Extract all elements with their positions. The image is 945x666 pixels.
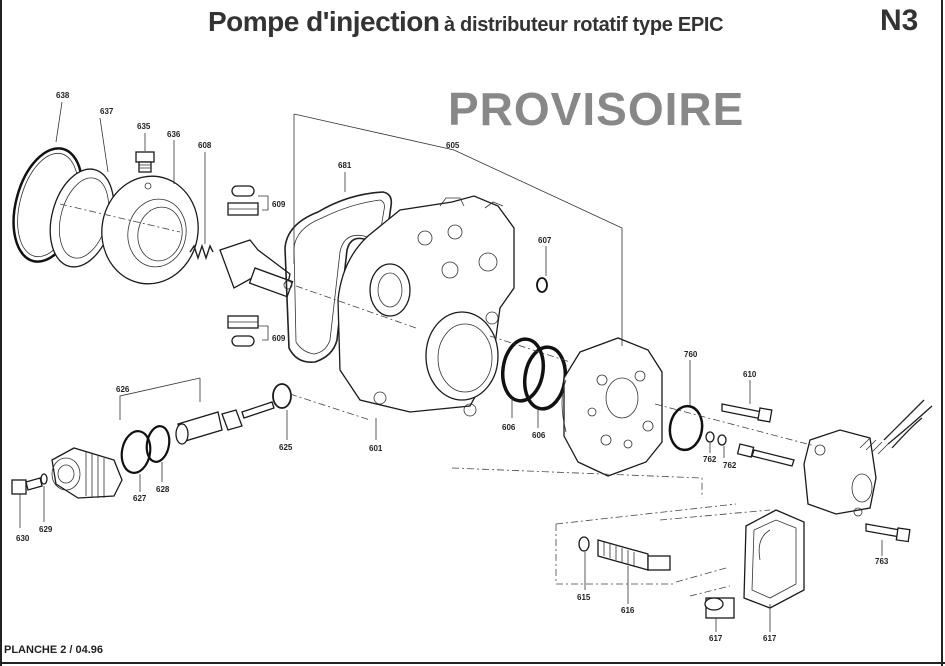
cover-plate-617 [743,509,805,609]
part-label-616: 616 [621,606,635,615]
part-label-627: 627 [133,494,147,503]
assembly-centerlines [59,203,816,597]
part-label-606-b: 606 [532,431,546,440]
part-label-637: 637 [100,107,114,116]
part-label-607: 607 [538,236,552,245]
roller-set-609-bottom [227,315,259,347]
valve-616 [597,539,671,571]
leader-lines [19,101,883,632]
o-ring-607 [536,277,548,293]
frame-bottom-border [0,662,945,664]
title-subtitle: à distributeur rotatif type EPIC [443,14,724,36]
roller-set-609-top [227,185,259,216]
part-label-610: 610 [743,370,757,379]
part-label-617-a: 617 [709,634,723,643]
title-main: Pompe d'injection [208,6,440,37]
screw-610 [721,403,773,423]
part-label-605: 605 [446,141,460,150]
plate-reference: PLANCHE 2 / 04.96 [4,644,104,656]
screw-763 [865,523,911,543]
part-labels: 638 637 635 636 608 681 605 609 609 607 … [16,91,889,643]
part-label-609-bottom: 609 [272,334,286,343]
part-label-609-top: 609 [272,200,286,209]
part-label-601: 601 [369,444,383,453]
part-label-628: 628 [156,485,170,494]
piston-assembly [175,401,275,445]
washer-625 [272,383,292,409]
plug-635 [135,151,155,173]
frame-left-border [0,0,2,666]
washer-629 [40,473,48,485]
part-label-625: 625 [279,443,293,452]
washers-762 [705,431,727,446]
sheet-code: N3 [880,4,919,37]
actuator-assembly [803,399,933,517]
provisional-stamp: PROVISOIRE [448,83,745,135]
rotor-shaft [219,239,294,298]
part-label-638: 638 [56,91,70,100]
o-ring-760 [668,404,704,452]
valve-housing-626 [51,447,123,499]
cam-ring-636 [101,175,199,285]
part-label-629: 629 [39,525,53,534]
o-rings-627-628 [120,425,171,474]
o-rings-606 [500,337,568,411]
part-label-608: 608 [198,141,212,150]
part-label-681: 681 [338,161,352,170]
part-label-760: 760 [684,350,698,359]
part-label-617-b: 617 [763,634,777,643]
part-label-762-a: 762 [703,455,717,464]
washer-615 [578,536,590,552]
page-title: Pompe d'injection à distributeur rotatif… [208,6,724,46]
part-label-762-b: 762 [723,461,737,470]
gasket-681 [284,191,393,364]
hydraulic-head-605 [561,337,663,477]
spring-608 [189,243,214,261]
part-label-635: 635 [137,122,151,131]
bolt-630 [11,477,43,495]
part-label-763: 763 [875,557,889,566]
part-label-636: 636 [167,130,181,139]
part-label-630: 630 [16,534,30,543]
pump-body-601 [337,195,515,417]
part-label-606-a: 606 [502,423,516,432]
part-label-615: 615 [577,593,591,602]
plug-617 [704,597,735,619]
frame-right-border [941,0,943,666]
part-label-626: 626 [116,385,130,394]
stud-762 [736,443,795,467]
